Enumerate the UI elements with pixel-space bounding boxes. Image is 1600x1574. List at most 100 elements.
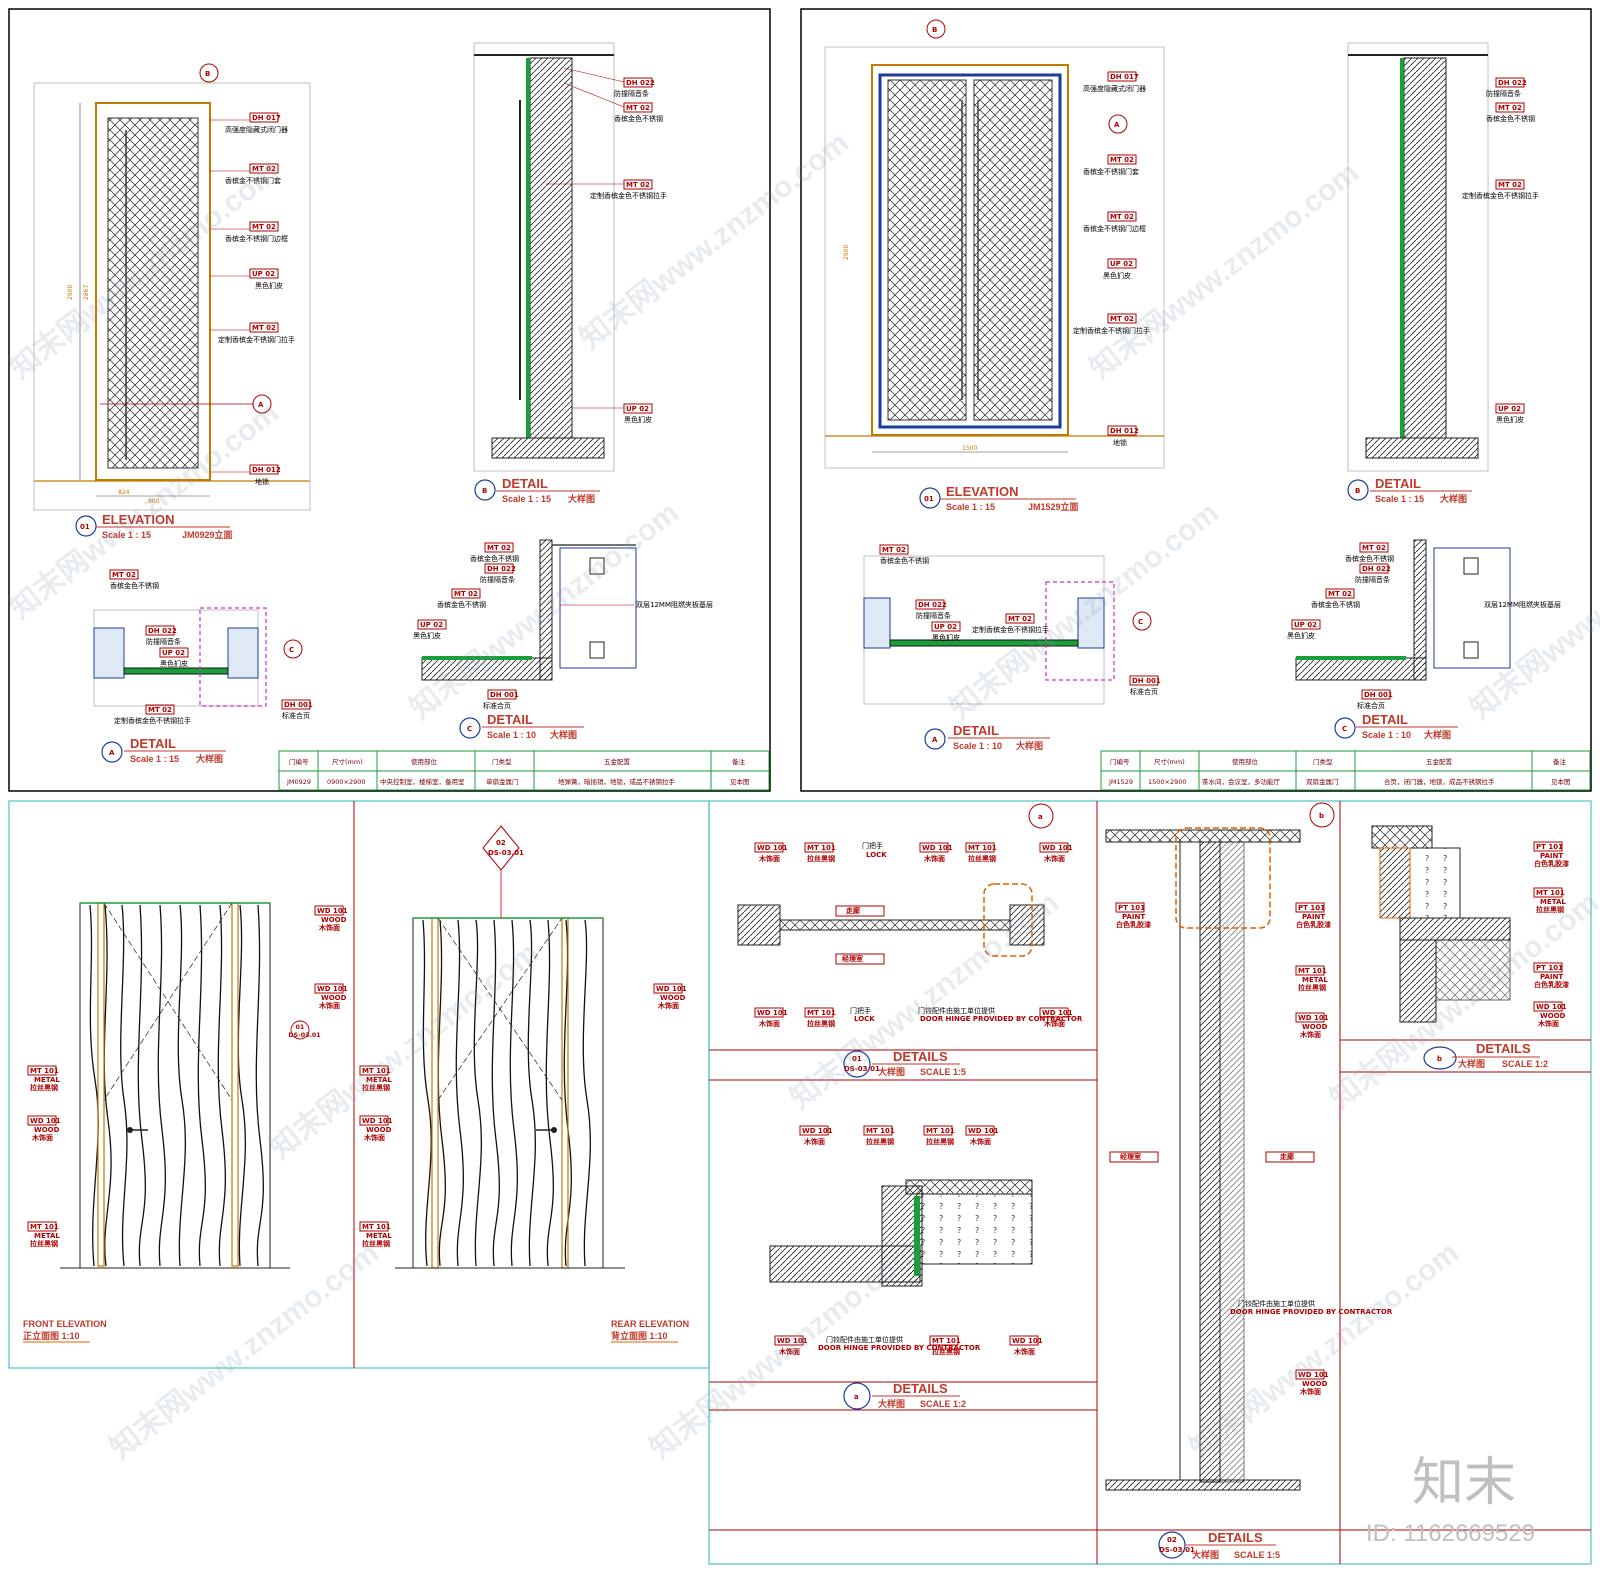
svg-text:香槟金不锈钢门套: 香槟金不锈钢门套: [1083, 167, 1139, 176]
svg-text:A: A: [109, 749, 115, 757]
svg-text:A: A: [1114, 121, 1120, 129]
svg-text:SCALE 1:5: SCALE 1:5: [920, 1067, 966, 1077]
svg-text:DETAILS: DETAILS: [1208, 1530, 1263, 1545]
svg-text:UP 02: UP 02: [162, 649, 185, 657]
svg-text:大样图: 大样图: [196, 753, 223, 764]
svg-text:DETAIL: DETAIL: [1362, 712, 1408, 727]
svg-text:MT 02: MT 02: [1498, 181, 1522, 189]
svg-text:Scale 1 : 15: Scale 1 : 15: [946, 502, 995, 512]
svg-text:黑色扪皮: 黑色扪皮: [624, 415, 652, 424]
svg-text:DOOR HINGE PROVIDED BY CONTRAC: DOOR HINGE PROVIDED BY CONTRACTOR: [1230, 1308, 1393, 1316]
svg-text:定制香槟金不锈钢门拉手: 定制香槟金不锈钢门拉手: [1073, 326, 1150, 335]
svg-text:PAINT: PAINT: [1540, 973, 1563, 981]
svg-text:b: b: [1319, 812, 1324, 820]
svg-text:定制香槟金色不锈钢拉手: 定制香槟金色不锈钢拉手: [590, 191, 667, 200]
svg-text:METAL: METAL: [1540, 898, 1566, 906]
svg-text:门把手: 门把手: [850, 1006, 871, 1015]
svg-text:木饰面: 木饰面: [363, 1133, 385, 1142]
sheet-1-detail-c: MT 02 香槟金色不锈钢 DH 022 防撞隔音条 MT 02 香槟金色不锈钢…: [413, 539, 713, 740]
svg-text:DETAIL: DETAIL: [1375, 476, 1421, 491]
svg-text:B: B: [932, 26, 937, 34]
svg-text:MT 02: MT 02: [1110, 213, 1134, 221]
svg-text:黑色扪皮: 黑色扪皮: [932, 633, 960, 642]
sheet-2-detail-b: DH 022 防撞隔音条 MT 02 香槟金色不锈钢 MT 02 定制香槟金色不…: [1347, 42, 1539, 504]
svg-text:SCALE 1:5: SCALE 1:5: [1234, 1550, 1280, 1560]
svg-text:SCALE 1:2: SCALE 1:2: [920, 1399, 966, 1409]
svg-text:木饰面: 木饰面: [969, 1137, 991, 1146]
svg-text:WOOD: WOOD: [34, 1126, 60, 1134]
svg-text:大样图: 大样图: [1458, 1058, 1485, 1069]
svg-text:WD 101: WD 101: [757, 1009, 788, 1017]
sheet-2-frame: [800, 8, 1592, 792]
svg-text:WD 101: WD 101: [1042, 844, 1073, 852]
svg-text:木饰面: 木饰面: [1043, 1019, 1065, 1028]
dim-h1: 2900: [67, 285, 74, 300]
svg-text:定制香槟金色不锈钢拉手: 定制香槟金色不锈钢拉手: [972, 625, 1049, 634]
svg-text:知末网www.znzmo.com: 知末网www.znzmo.com: [264, 936, 545, 1166]
svg-text:黑色扪皮: 黑色扪皮: [413, 631, 441, 640]
sheet-2-door-table: 门编号 尺寸(mm) 使用部位 门类型 五金配置 备注 JM1529 1500×…: [1100, 750, 1591, 791]
sheet-1-elevation-title: 01 ELEVATION Scale 1 : 15 JM0929立面: [75, 512, 233, 540]
svg-text:标准合页: 标准合页: [1357, 701, 1385, 710]
svg-text:尺寸(mm): 尺寸(mm): [332, 757, 363, 766]
svg-text:MT 101: MT 101: [807, 844, 836, 852]
svg-text:香槟金色不锈钢: 香槟金色不锈钢: [470, 554, 519, 563]
svg-text:木饰面: 木饰面: [778, 1347, 800, 1356]
svg-text:香槟金色不锈钢: 香槟金色不锈钢: [614, 114, 663, 123]
svg-text:五金配置: 五金配置: [1426, 757, 1453, 766]
svg-text:双层12MM阻燃夹板基层: 双层12MM阻燃夹板基层: [636, 600, 713, 609]
svg-text:C: C: [1138, 618, 1143, 626]
details-a: 门铰配件由施工单位提供 DOOR HINGE PROVIDED BY CONTR…: [769, 1125, 1043, 1410]
svg-text:DH 022: DH 022: [1362, 565, 1391, 573]
svg-text:PAINT: PAINT: [1302, 913, 1325, 921]
svg-text:Scale 1 : 10: Scale 1 : 10: [1362, 730, 1411, 740]
details-02-section: b 经理室 走廊 门铰配件由施工单位提供 DOOR HINGE PROVIDED…: [1105, 802, 1393, 1560]
svg-text:拉丝黑钢: 拉丝黑钢: [807, 854, 835, 863]
svg-text:大样图: 大样图: [1016, 740, 1043, 751]
dim-h2: 2867: [83, 285, 90, 300]
svg-text:防撞隔音条: 防撞隔音条: [480, 575, 515, 584]
svg-text:MT 101: MT 101: [30, 1223, 59, 1231]
svg-text:B: B: [482, 487, 487, 495]
svg-text:DH 017: DH 017: [1110, 73, 1139, 81]
sheet-2-elevation: 1500 2900 B A: [824, 19, 1165, 469]
svg-text:香槟金色不锈钢: 香槟金色不锈钢: [437, 600, 486, 609]
svg-text:香槟金色不锈钢: 香槟金色不锈钢: [880, 556, 929, 565]
svg-text:WD 101: WD 101: [922, 844, 953, 852]
svg-text:DH 022: DH 022: [148, 627, 177, 635]
svg-text:经理室: 经理室: [842, 954, 863, 963]
svg-text:拉丝黑钢: 拉丝黑钢: [1298, 983, 1326, 992]
svg-text:DETAIL: DETAIL: [502, 476, 548, 491]
svg-text:WD 101: WD 101: [1042, 1009, 1073, 1017]
svg-text:WOOD: WOOD: [321, 916, 347, 924]
svg-text:JM1529: JM1529: [1108, 778, 1133, 786]
svg-text:香槟金色不锈钢: 香槟金色不锈钢: [110, 581, 159, 590]
svg-text:WOOD: WOOD: [366, 1126, 392, 1134]
svg-text:LOCK: LOCK: [866, 851, 887, 859]
svg-text:五金配置: 五金配置: [604, 757, 631, 766]
svg-text:Scale 1 : 10: Scale 1 : 10: [953, 741, 1002, 751]
svg-text:DS-03.01: DS-03.01: [288, 1032, 320, 1039]
svg-text:UP 02: UP 02: [1498, 405, 1521, 413]
rear-elevation-title: 背立面图 1:10: [611, 1330, 668, 1341]
svg-text:大样图: 大样图: [550, 729, 577, 740]
svg-text:香槟金色不锈钢: 香槟金色不锈钢: [1311, 600, 1360, 609]
svg-text:MT 101: MT 101: [807, 1009, 836, 1017]
svg-text:WD 101: WD 101: [1298, 1014, 1329, 1022]
svg-text:WD 101: WD 101: [802, 1127, 833, 1135]
svg-text:木饰面: 木饰面: [1013, 1347, 1035, 1356]
svg-text:大样图: 大样图: [1440, 493, 1467, 504]
sheet-1-door-table: 门编号 尺寸(mm) 使用部位 门类型 五金配置 备注 JM0929 0900×…: [278, 750, 770, 791]
svg-text:黑色扪皮: 黑色扪皮: [160, 659, 188, 668]
svg-text:MT 02: MT 02: [1498, 104, 1522, 112]
svg-text:UP 02: UP 02: [1294, 621, 1317, 629]
svg-text:MT 101: MT 101: [866, 1127, 895, 1135]
svg-text:拉丝黑钢: 拉丝黑钢: [968, 854, 996, 863]
svg-text:地锁: 地锁: [255, 477, 269, 486]
svg-text:定制香槟金色不锈钢拉手: 定制香槟金色不锈钢拉手: [1462, 191, 1539, 200]
svg-text:WD 101: WD 101: [968, 1127, 999, 1135]
svg-text:WOOD: WOOD: [1302, 1380, 1328, 1388]
svg-text:WD 101: WD 101: [656, 985, 687, 993]
svg-text:木饰面: 木饰面: [31, 1133, 53, 1142]
